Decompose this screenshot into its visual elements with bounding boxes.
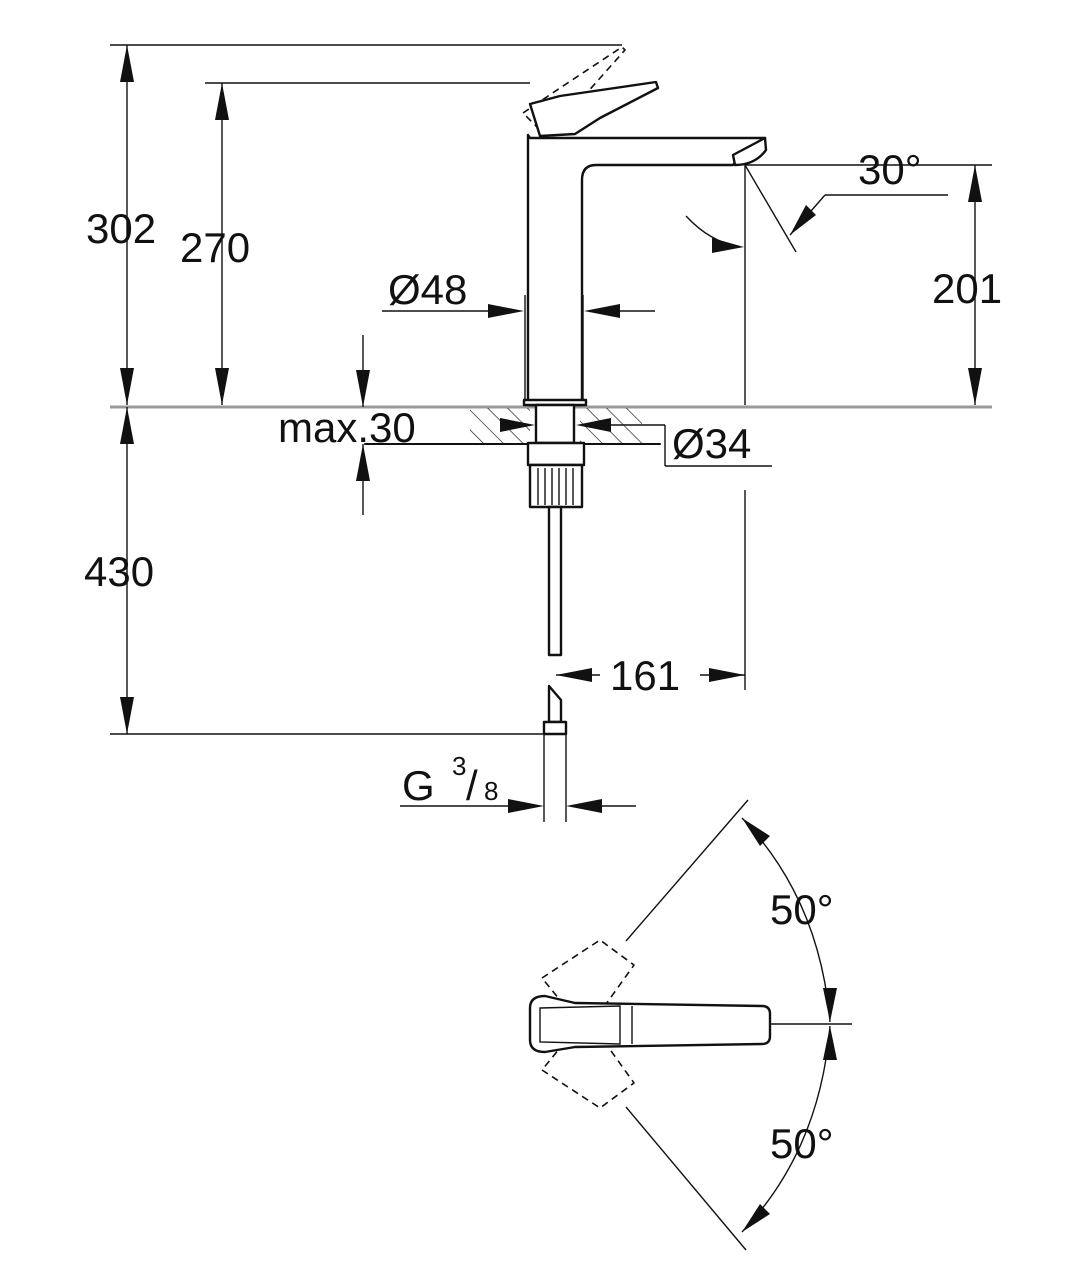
lever-angle-front-label: 50° — [770, 1120, 834, 1167]
dimension-270: 270 — [180, 82, 530, 405]
faucet-top-view: 50° 50° — [528, 799, 852, 1251]
dimension-270-label: 270 — [180, 224, 250, 271]
dimension-hole-diameter: Ø34 — [500, 418, 772, 467]
thread-slash: / — [466, 762, 478, 809]
dimension-spout-angle: 30° — [685, 146, 948, 405]
dimension-spout-angle-label: 30° — [858, 146, 922, 193]
dimension-body-diameter-label: Ø48 — [388, 266, 467, 313]
dimension-thread: G 3 / 8 — [400, 751, 636, 813]
faucet-side-view — [522, 46, 768, 822]
dimension-body-diameter: Ø48 — [382, 266, 655, 400]
dimension-201: 201 — [745, 164, 1002, 405]
thread-prefix: G — [402, 762, 435, 809]
thread-denominator: 8 — [484, 776, 498, 806]
dimension-302-label: 302 — [86, 205, 156, 252]
threaded-nut-lines — [537, 468, 574, 505]
dimension-302: 302 — [86, 44, 622, 405]
dimension-430: 430 — [84, 407, 545, 735]
dimension-deck-thickness: max.30 — [278, 335, 416, 515]
dimension-161-label: 161 — [610, 652, 680, 699]
dimension-deck-thickness-label: max.30 — [278, 404, 416, 451]
lever-angle-back-label: 50° — [770, 886, 834, 933]
dimension-161: 161 — [556, 490, 746, 699]
thread-numerator: 3 — [452, 751, 466, 781]
dimension-201-label: 201 — [932, 265, 1002, 312]
dimension-430-label: 430 — [84, 548, 154, 595]
dimension-hole-diameter-label: Ø34 — [672, 420, 751, 467]
